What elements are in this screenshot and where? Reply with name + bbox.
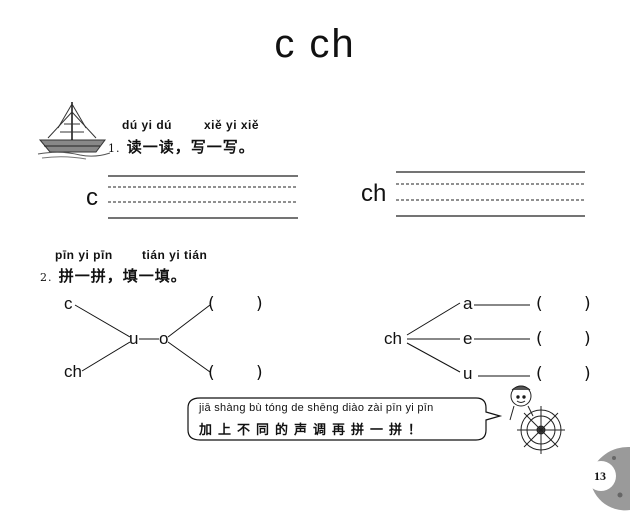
moon-icon <box>586 446 630 511</box>
right-final-u: u <box>463 364 473 383</box>
connector-right <box>406 302 530 377</box>
left-initial-ch: ch <box>64 362 82 381</box>
speech-bubble <box>187 397 503 441</box>
ex1-letter-ch: ch <box>361 180 387 207</box>
bubble-pinyin: jiā shàng bù tóng de shēng diào zài pīn … <box>199 402 434 414</box>
page-title: c ch <box>274 22 356 66</box>
ex1-text: 读一读，写一写。 <box>126 138 255 156</box>
right-initial-ch: ch <box>384 329 402 348</box>
writing-lines-ch <box>396 171 585 217</box>
kid-steering-wheel-icon <box>509 385 565 454</box>
right-blank-a[interactable]: ( ) <box>536 294 609 314</box>
ex1-number: 1. <box>108 142 121 155</box>
right-blank-u[interactable]: ( ) <box>536 364 609 384</box>
left-initial-c: c <box>64 294 73 313</box>
ex2-text: 拼一拼，填一填。 <box>58 267 187 285</box>
right-final-a: a <box>463 294 473 313</box>
ex1-pinyin-a: dú yi dú <box>122 118 172 132</box>
ex2-pinyin-a: pīn yi pīn <box>55 248 113 262</box>
writing-lines-c <box>108 175 298 219</box>
ex2-number: 2. <box>40 271 53 284</box>
ex1-letter-c: c <box>86 184 98 211</box>
connector-left <box>74 304 211 373</box>
ex2-instruction: 2. 拼一拼，填一填。 <box>40 265 187 286</box>
ex1-instruction: 1. 读一读，写一写。 <box>108 136 255 157</box>
left-blank-top[interactable]: ( ) <box>208 294 281 314</box>
page-number: 13 <box>594 469 606 483</box>
right-final-e: e <box>463 329 473 348</box>
sailboat-icon <box>37 102 111 160</box>
left-final-u: u <box>129 329 139 348</box>
bubble-text: 加上不同的声调再拼一拼！ <box>199 423 428 438</box>
left-final-o: o <box>159 329 169 348</box>
ex2-pinyin-b: tián yi tián <box>142 248 208 262</box>
left-blank-bottom[interactable]: ( ) <box>208 363 281 383</box>
ex1-pinyin-b: xiě yi xiě <box>204 118 260 132</box>
right-blank-e[interactable]: ( ) <box>536 329 609 349</box>
